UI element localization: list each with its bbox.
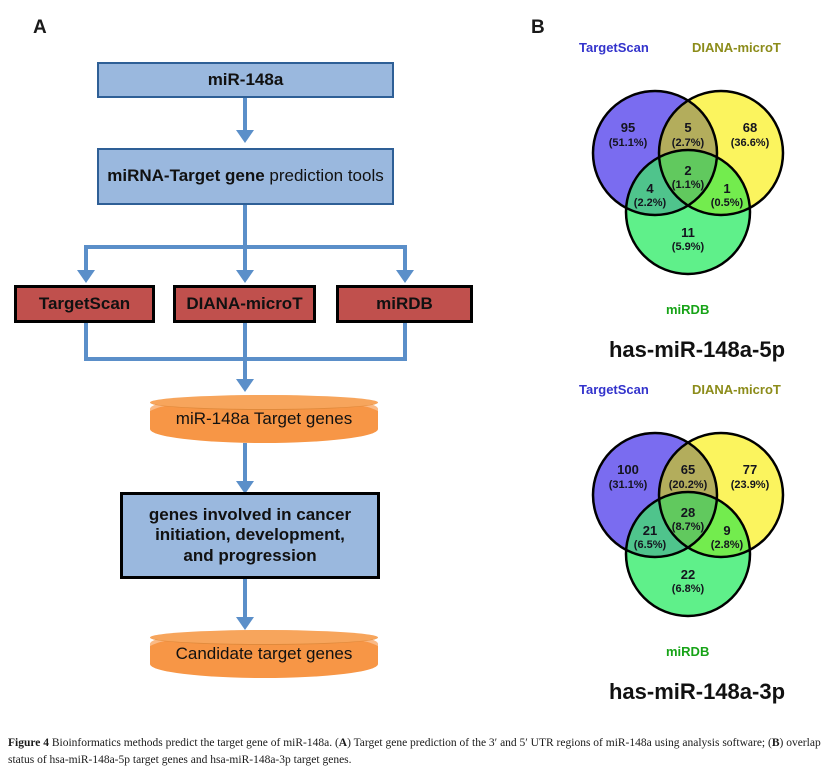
venn-5p-pct-1: (2.7%) (672, 137, 705, 149)
node-targetscan: TargetScan (14, 285, 155, 323)
venn-3p-pct-0: (31.1%) (609, 479, 648, 491)
venn-3p-count-4: 21 (643, 523, 657, 538)
venn-5p-pct-3: (1.1%) (672, 179, 705, 191)
connector-merge-mid (243, 323, 247, 382)
cylinder-top-ellipse (150, 630, 378, 645)
venn-3p-count-1: 65 (681, 462, 695, 477)
node-target-genes-label: miR-148a Target genes (175, 409, 353, 428)
caption-text-2: ) Target gene prediction of the 3′ and 5… (347, 737, 772, 749)
caption-bold-b: B (771, 737, 780, 749)
venn-3p-set-labels: TargetScan DIANA-microT (552, 382, 839, 402)
venn-5p-pct-6: (5.9%) (672, 241, 705, 253)
venn-3p-count-6: 22 (681, 567, 695, 582)
venn-3p-pct-3: (8.7%) (672, 521, 705, 533)
connector-merge-right (403, 323, 407, 359)
venn-5p-count-1: 5 (684, 120, 691, 135)
venn-3p-circles: 100 (31.1%) 65 (20.2%) 77 (23.9%) 28 (8.… (591, 431, 785, 618)
venn-3p-pct-6: (6.8%) (672, 583, 705, 595)
node-mirdb-label: miRDB (376, 293, 433, 313)
connector-merge-left (84, 323, 88, 359)
node-cancer-genes-line3: and progression (183, 545, 317, 565)
node-diana-microt-label: DIANA-microT (186, 293, 303, 313)
node-candidate-genes: Candidate target genes (150, 630, 378, 678)
connector-branch-mid (243, 245, 247, 273)
node-diana-microt: DIANA-microT (173, 285, 316, 323)
connector-arrow-mirdb (396, 270, 414, 283)
venn-3p-label-diana-microt: DIANA-microT (692, 382, 781, 397)
venn-5p-count-2: 68 (743, 120, 757, 135)
caption-bold-a: A (338, 737, 348, 749)
connector-branch-left (84, 245, 88, 273)
venn-3p-count-5: 9 (723, 523, 730, 538)
connector-arrow-diana (236, 270, 254, 283)
figure-caption: Figure 4 Bioinformatics methods predict … (8, 735, 830, 770)
venn-3p-label-mirdb: miRDB (666, 644, 710, 659)
venn-5p-pct-5: (0.5%) (711, 197, 744, 209)
venn-5p-count-5: 1 (723, 181, 730, 196)
caption-text-3: ) overlap status of hsa-miR-148a-5p targ… (8, 737, 821, 767)
connector-branch-right (403, 245, 407, 273)
node-targetscan-label: TargetScan (38, 293, 131, 313)
venn-5p-title: has-miR-148a-5p (608, 337, 786, 362)
venn-5p-label-diana-microt: DIANA-microT (692, 40, 781, 55)
venn-5p-count-4: 4 (646, 181, 654, 196)
node-prediction-tools-rest: prediction tools (264, 166, 384, 186)
venn-3p-count-2: 77 (743, 462, 757, 477)
node-cancer-genes-line2: initiation, development, (155, 525, 345, 545)
connector-arrow-3 (236, 481, 254, 494)
node-cancer-genes-line1: genes involved in cancer (148, 505, 352, 525)
venn-diagram-5p: TargetScan DIANA-microT (552, 40, 839, 363)
node-prediction-tools: miRNA-Target gene prediction tools (97, 148, 394, 205)
connector-arrow-1 (236, 130, 254, 143)
venn-5p-label-targetscan: TargetScan (579, 40, 649, 55)
venn-3p-count-3: 28 (681, 505, 695, 520)
node-mir-148a: miR-148a (97, 62, 394, 98)
venn-5p-pct-0: (51.1%) (609, 137, 648, 149)
venn-3p-title: has-miR-148a-3p (608, 679, 786, 704)
venn-5p-pct-2: (36.6%) (731, 137, 770, 149)
venn-5p-set-labels: TargetScan DIANA-microT (552, 40, 839, 60)
venn-3p-count-0: 100 (617, 462, 639, 477)
node-cancer-genes: genes involved in cancer initiation, dev… (120, 492, 380, 579)
connector-line-4 (243, 579, 247, 623)
venn-5p-count-6: 11 (681, 225, 695, 240)
node-candidate-genes-label: Candidate target genes (175, 644, 353, 663)
venn-3p-pct-5: (2.8%) (711, 539, 744, 551)
venn-3p-pct-4: (6.5%) (634, 539, 667, 551)
venn-3p-pct-1: (20.2%) (669, 479, 708, 491)
node-mir-148a-label: miR-148a (207, 69, 284, 89)
connector-arrow-4 (236, 617, 254, 630)
flowchart-panel-a: miR-148a miRNA-Target gene prediction to… (14, 62, 473, 678)
caption-figure-label: Figure 4 (8, 737, 49, 749)
connector-line-3 (243, 443, 247, 487)
node-mirdb: miRDB (336, 285, 473, 323)
caption-text-1: Bioinformatics methods predict the targe… (49, 737, 339, 749)
venn-diagram-3p: TargetScan DIANA-microT (552, 382, 839, 705)
panel-a-letter: A (33, 17, 47, 38)
venn-3p-pct-2: (23.9%) (731, 479, 770, 491)
venn-5p-label-mirdb: miRDB (666, 302, 710, 317)
venn-5p-circles: 95 (51.1%) 5 (2.7%) 68 (36.6%) 2 (1.1%) … (591, 89, 785, 276)
panel-b-letter: B (531, 17, 545, 38)
venn-5p-count-3: 2 (684, 163, 691, 178)
connector-arrow-targetscan (77, 270, 95, 283)
node-target-genes: miR-148a Target genes (150, 395, 378, 443)
venn-3p-label-targetscan: TargetScan (579, 382, 649, 397)
venn-5p-pct-4: (2.2%) (634, 197, 667, 209)
cylinder-top-ellipse (150, 395, 378, 410)
connector-line-2 (243, 205, 247, 248)
node-prediction-tools-bold: miRNA-Target gene (107, 166, 265, 186)
connector-arrow-2 (236, 379, 254, 392)
venn-5p-count-0: 95 (621, 120, 635, 135)
connector-line-1 (243, 98, 247, 136)
